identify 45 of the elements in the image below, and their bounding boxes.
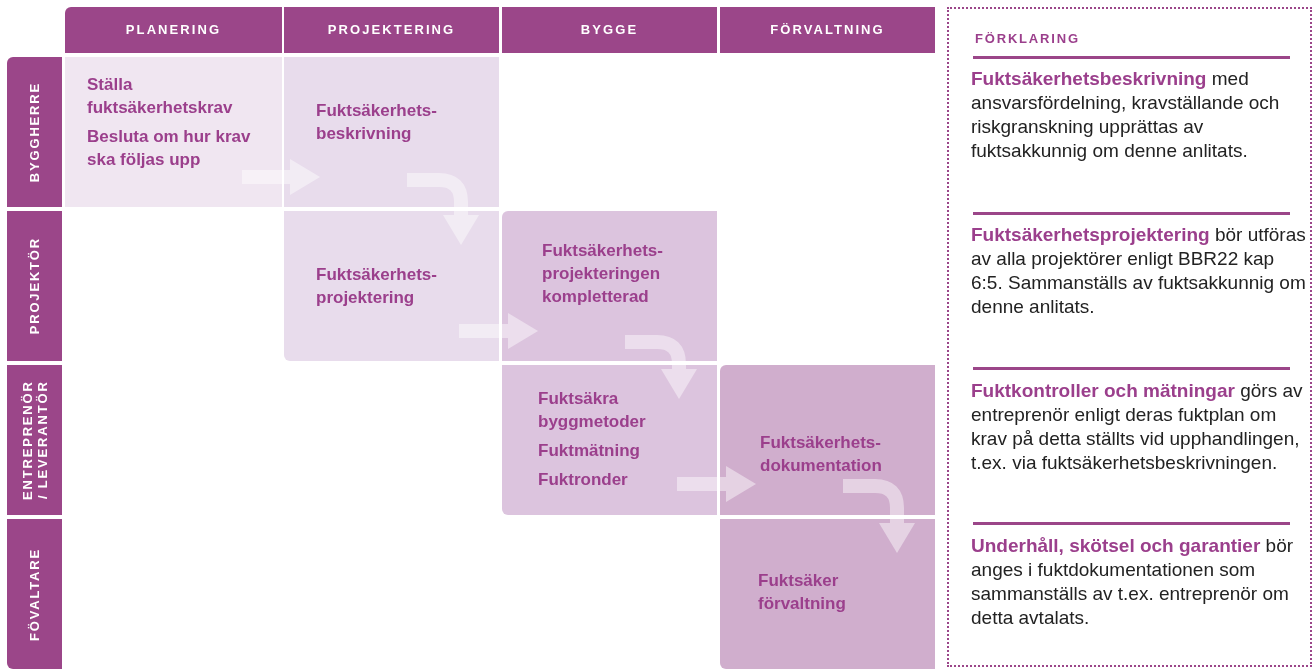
row-header	[7, 211, 62, 361]
column-header	[720, 7, 935, 53]
cell-text: Fuktmätning	[538, 440, 641, 462]
process-cell	[65, 57, 282, 207]
row-header-text: PROJEKTÖR	[27, 237, 42, 335]
cell-text: Besluta om hur krav ska följas upp	[87, 126, 252, 171]
process-cell	[284, 211, 499, 361]
column-header	[65, 7, 282, 53]
column-header	[502, 7, 717, 53]
cell-text: Fuktsäkra byggmetoder	[538, 388, 647, 433]
panel-title: FÖRKLARING	[975, 30, 1080, 48]
explanation-text: Underhåll, skötsel och garantier bör anges i fuktdokumentationen som sammanställs av t.ex. entreprenör om detta avtalats.	[971, 534, 1295, 630]
column-header-text: BYGGE	[580, 21, 639, 40]
row-header-text: ENTREPRENÖR / LEVERANTÖR	[19, 379, 50, 502]
row-header-text: BYGGHERRE	[27, 81, 42, 183]
flow-arrow	[843, 479, 915, 553]
process-cell	[720, 519, 935, 669]
explanation-panel	[947, 7, 1312, 667]
flow-arrow	[625, 335, 697, 399]
column-header-text: PROJEKTERING	[327, 21, 456, 40]
flow-arrow	[242, 159, 320, 195]
row-header	[7, 57, 62, 207]
process-cell	[720, 365, 935, 515]
explanation-text: Fuktsäkerhetsprojektering bör utföras av alla projektörer enligt BBR22 kap 6:5. Sammanställs av fuktsakkunnig om denne anlitats.	[971, 223, 1307, 319]
column-header-text: PLANERING	[125, 21, 222, 40]
cell-text: Fuktsäkerhets- projektering	[316, 264, 438, 309]
row-header	[7, 519, 62, 669]
cell-text: Fuktronder	[538, 469, 629, 491]
cell-text: Fuktsäker förvaltning	[758, 570, 847, 615]
explanation-text: Fuktkontroller och mätningar görs av entreprenör enligt deras fuktplan om krav på detta ställts vid upphandlingen, t.ex. via fuktsäkerhetsbeskrivningen.	[971, 379, 1304, 475]
explanation-text: Fuktsäkerhetsbeskrivning med ansvarsfördelning, kravställande och riskgranskning upprättas av fuktsakkunnig om denne anlitats.	[971, 67, 1281, 163]
row-header-text: FÖVALTARE	[27, 547, 42, 641]
column-header	[284, 7, 499, 53]
process-cell	[502, 365, 717, 515]
cell-text: Fuktsäkerhets- dokumentation	[760, 432, 883, 477]
cell-text: Fuktsäkerhets- beskrivning	[316, 100, 438, 145]
cell-text: Fuktsäkerhets- projekteringen kompletterad	[542, 240, 664, 308]
flow-arrow	[407, 173, 479, 245]
process-cell	[502, 211, 717, 361]
cell-text: Ställa fuktsäkerhetskrav	[87, 74, 234, 119]
process-cell	[284, 57, 499, 207]
flow-arrow	[459, 313, 538, 349]
row-header	[7, 365, 62, 515]
column-header-text: FÖRVALTNING	[770, 21, 885, 40]
flow-arrow	[677, 466, 756, 502]
